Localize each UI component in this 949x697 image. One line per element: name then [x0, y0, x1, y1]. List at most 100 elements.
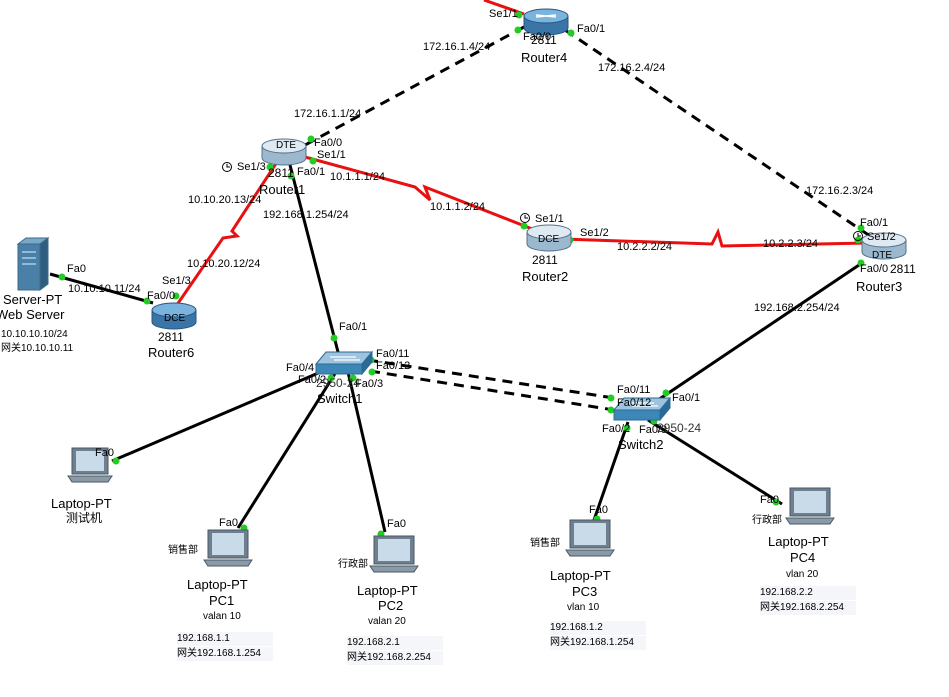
link-router1-router6[interactable]	[170, 161, 279, 313]
router1-model: 2811	[268, 166, 294, 180]
pc3-dept: 销售部	[530, 538, 560, 549]
pc3-port-fa0: Fa0	[589, 504, 608, 516]
router3-model: 2811	[890, 262, 916, 276]
link-switch1-pc2[interactable]	[346, 371, 387, 533]
router4-name: Router4	[521, 50, 568, 65]
pc3-gateway: 网关192.168.1.254	[550, 636, 646, 650]
switch2-model: 2950-24	[657, 421, 702, 435]
router2-badge: DCE	[538, 234, 560, 245]
router4-addr-fa00: 172.16.1.4/24	[423, 41, 491, 53]
link-router4-router1[interactable]	[304, 25, 525, 147]
link-router1-router2[interactable]	[304, 155, 541, 234]
router4-port-fa01: Fa0/1	[577, 23, 606, 35]
laptop-pc2-icon[interactable]	[369, 535, 419, 573]
clock-icons	[222, 162, 863, 241]
link-switch1-switch2-b[interactable]	[369, 369, 615, 412]
laptop-pc3-icon[interactable]	[565, 519, 615, 557]
router6-addr-se13: 10.10.20.12/24	[187, 258, 261, 270]
router4-port-se11: Se1/1	[489, 8, 518, 20]
server-model: Server-PT	[3, 292, 63, 307]
router3-port-fa00: Fa0/0	[860, 263, 889, 275]
switch2-icon[interactable]	[612, 396, 672, 422]
link-switch1-switch2-a[interactable]	[367, 358, 615, 400]
router3-addr-fa01: 172.16.2.3/24	[806, 185, 874, 197]
switch1-name: Switch1	[317, 391, 363, 406]
pc2-port-fa0: Fa0	[387, 518, 406, 530]
router1-addr-fa00: 172.16.1.1/24	[294, 108, 362, 120]
router3-addr-se12: 10.2.2.3/24	[763, 238, 819, 250]
link-switch1-tester[interactable]	[111, 366, 331, 463]
router4-icon[interactable]	[523, 8, 569, 36]
pc2-gateway: 网关192.168.2.254	[347, 651, 443, 665]
pc2-name: PC2	[378, 598, 404, 613]
pc4-model: Laptop-PT	[768, 534, 829, 549]
pc4-ip: 192.168.2.2	[760, 586, 856, 600]
router3-name: Router3	[856, 279, 903, 294]
router2-port-se11: Se1/1	[535, 213, 564, 225]
server-gateway: 网关10.10.10.11	[1, 343, 74, 354]
router2-name: Router2	[522, 269, 569, 284]
laptop-pc1-icon[interactable]	[203, 529, 253, 567]
tester-port-fa0: Fa0	[95, 447, 114, 459]
switch1-port-fa01: Fa0/1	[339, 321, 368, 333]
router3-badge: DTE	[872, 250, 892, 261]
switch2-port-fa02: Fa0/2	[602, 423, 631, 435]
router3-port-se12: Se1/2	[867, 231, 896, 243]
link-router1-switch1[interactable]	[288, 164, 340, 353]
router6-icon[interactable]	[151, 302, 197, 330]
server-ip: 10.10.10.10/24	[1, 329, 68, 340]
router1-name: Router1	[259, 182, 306, 197]
pc3-name: PC3	[572, 584, 598, 599]
router1-port-fa00: Fa0/0	[314, 137, 343, 149]
router1-port-fa01: Fa0/1	[297, 166, 326, 178]
switch1-icon[interactable]	[314, 350, 374, 376]
pc1-dept: 销售部	[168, 545, 198, 556]
link-router3-switch2[interactable]	[657, 261, 863, 402]
switch1-port-fa03: Fa0/3	[355, 378, 384, 390]
switch2-port-fa012: Fa0/12	[617, 397, 652, 409]
link-switch1-pc1[interactable]	[236, 371, 338, 529]
router2-addr-se12: 10.2.2.2/24	[617, 241, 673, 253]
pc4-vlan: vlan 20	[786, 569, 819, 580]
link-server-router6[interactable]	[49, 272, 154, 305]
pc2-dept: 行政部	[338, 559, 368, 570]
router6-badge: DCE	[164, 313, 186, 324]
link-router4-serial-top[interactable]	[483, 0, 525, 16]
router3-icon[interactable]	[861, 232, 907, 260]
pc1-port-fa0: Fa0	[219, 517, 238, 529]
pc1-name: PC1	[209, 593, 235, 608]
pc2-model: Laptop-PT	[357, 583, 418, 598]
server-icon[interactable]	[16, 237, 50, 291]
router6-port-fa00: Fa0/0	[147, 290, 176, 302]
router6-port-se13: Se1/3	[162, 275, 191, 287]
switch1-port-fa02: Fa0/2	[298, 374, 327, 386]
router4-model: 2811	[531, 33, 557, 47]
pc3-ip: 192.168.1.2	[550, 621, 646, 635]
router4-addr-fa01: 172.16.2.4/24	[598, 62, 666, 74]
pc2-ip: 192.168.2.1	[347, 636, 443, 650]
switch1-model: 2950-24	[316, 376, 361, 390]
router2-icon[interactable]	[526, 224, 572, 252]
switch2-port-fa03: Fa0/3	[639, 424, 668, 436]
router1-badge: DTE	[276, 140, 296, 151]
switch1-port-fa04: Fa0/4	[286, 362, 315, 374]
router2-port-se12: Se1/2	[580, 227, 609, 239]
router1-port-se13: Se1/3	[237, 161, 266, 173]
link-switch2-pc4[interactable]	[647, 418, 783, 506]
tester-name: 测试机	[66, 511, 103, 525]
clock-icon	[520, 213, 530, 223]
pc4-port-fa0: Fa0	[760, 494, 779, 506]
laptop-tester-icon[interactable]	[67, 447, 113, 483]
server-name: Web Server	[0, 307, 65, 322]
switch2-port-fa01: Fa0/1	[672, 392, 701, 404]
router3-port-fa01: Fa0/1	[860, 217, 889, 229]
pc4-dept: 行政部	[752, 515, 782, 526]
router1-icon[interactable]	[261, 138, 307, 166]
link-switch2-pc3[interactable]	[592, 421, 630, 521]
laptop-pc4-icon[interactable]	[785, 487, 835, 525]
server-port-fa0: Fa0	[67, 263, 86, 275]
pc2-vlan: valan 20	[368, 616, 406, 627]
link-router2-router3[interactable]	[561, 227, 869, 248]
link-router4-router3[interactable]	[564, 28, 871, 238]
